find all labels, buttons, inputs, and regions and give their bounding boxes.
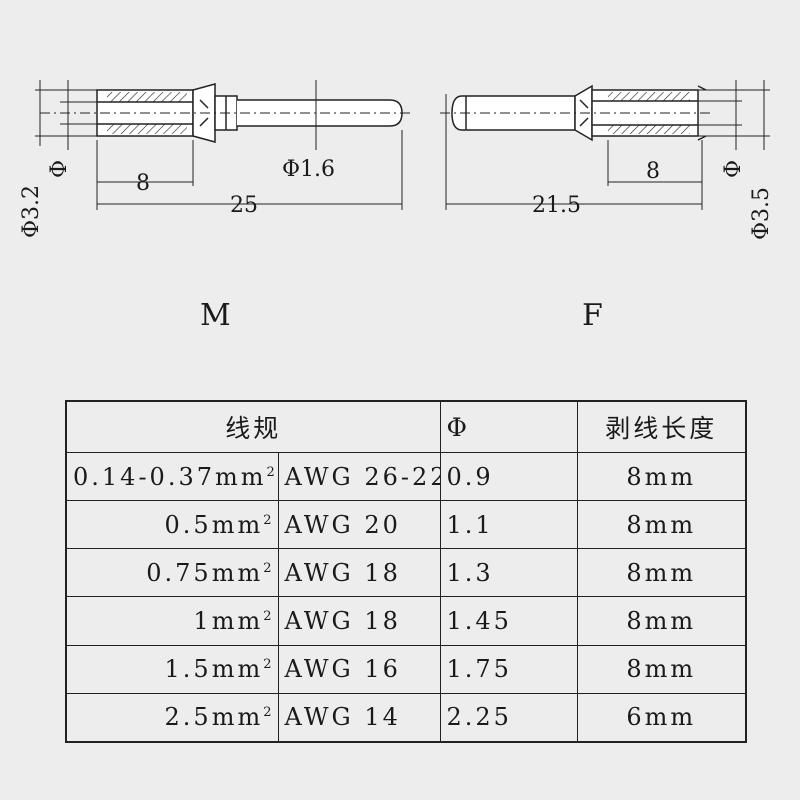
technical-drawing: Φ3.2 Φ 8 Φ1.6 25 M 8 21.5 Φ Φ3.5 F (19, 80, 774, 333)
female-socket-body (451, 95, 576, 131)
header-diameter: Φ (439, 400, 578, 453)
female-label: F (582, 298, 603, 333)
female-socket-drawing (440, 80, 770, 210)
cross-section-exponent: 2 (263, 512, 272, 528)
cell-cross-section: 0.5mm2 (65, 500, 279, 550)
female-strip-dimension: 8 (646, 159, 660, 184)
male-label: M (200, 298, 231, 333)
male-strip-dimension: 8 (136, 171, 150, 196)
cross-section-value: 0.5mm (164, 510, 264, 539)
cell-diameter: 1.75 (439, 644, 578, 694)
male-barrel-hatch-top (107, 92, 187, 102)
cell-cross-section: 1mm2 (65, 596, 279, 646)
header-wire-gauge: 线规 (65, 400, 441, 453)
cell-cross-section: 0.14-0.37mm2 (65, 451, 279, 502)
cross-section-value: 1.5mm (164, 655, 264, 684)
cell-strip-length: 8mm (576, 500, 747, 550)
cell-strip-length: 6mm (576, 692, 747, 743)
cell-diameter: 1.45 (439, 596, 578, 646)
cell-cross-section: 1.5mm2 (65, 644, 279, 694)
header-strip-length: 剥线长度 (576, 400, 747, 453)
cross-section-exponent: 2 (263, 705, 272, 721)
cell-awg: AWG 26-22 (277, 451, 441, 502)
cross-section-value: 1mm (193, 607, 264, 636)
table-header-row: 线规 Φ 剥线长度 (65, 400, 747, 453)
male-pin-diameter: Φ1.6 (282, 157, 335, 182)
cell-diameter: 1.3 (439, 548, 578, 598)
cell-diameter: 0.9 (439, 451, 578, 502)
cross-section-value: 0.75mm (146, 558, 264, 587)
cell-awg: AWG 14 (277, 692, 441, 743)
female-inner-diameter: Φ (721, 160, 746, 178)
cell-diameter: 1.1 (439, 500, 578, 550)
cell-awg: AWG 16 (277, 644, 441, 694)
cross-section-exponent: 2 (263, 657, 272, 673)
cell-cross-section: 0.75mm2 (65, 548, 279, 598)
cell-awg: AWG 18 (277, 596, 441, 646)
cell-strip-length: 8mm (576, 644, 747, 694)
cell-diameter: 2.25 (439, 692, 578, 743)
cross-section-value: 0.14-0.37mm (73, 462, 267, 491)
male-inner-diameter: Φ (47, 160, 72, 178)
cross-section-exponent: 2 (263, 609, 272, 625)
cell-awg: AWG 18 (277, 548, 441, 598)
cross-section-value: 2.5mm (164, 703, 264, 732)
cell-cross-section: 2.5mm2 (65, 692, 279, 743)
cell-strip-length: 8mm (576, 451, 747, 502)
male-outer-diameter: Φ3.2 (19, 185, 44, 238)
male-length-dimension: 25 (230, 193, 258, 218)
cross-section-exponent: 2 (266, 464, 275, 480)
male-barrel-hatch-bottom (107, 124, 187, 134)
cell-strip-length: 8mm (576, 596, 747, 646)
cross-section-exponent: 2 (263, 560, 272, 576)
cell-awg: AWG 20 (277, 500, 441, 550)
cell-strip-length: 8mm (576, 548, 747, 598)
female-length-dimension: 21.5 (532, 193, 581, 218)
male-pin-drawing (35, 80, 410, 210)
female-outer-diameter: Φ3.5 (749, 187, 774, 240)
